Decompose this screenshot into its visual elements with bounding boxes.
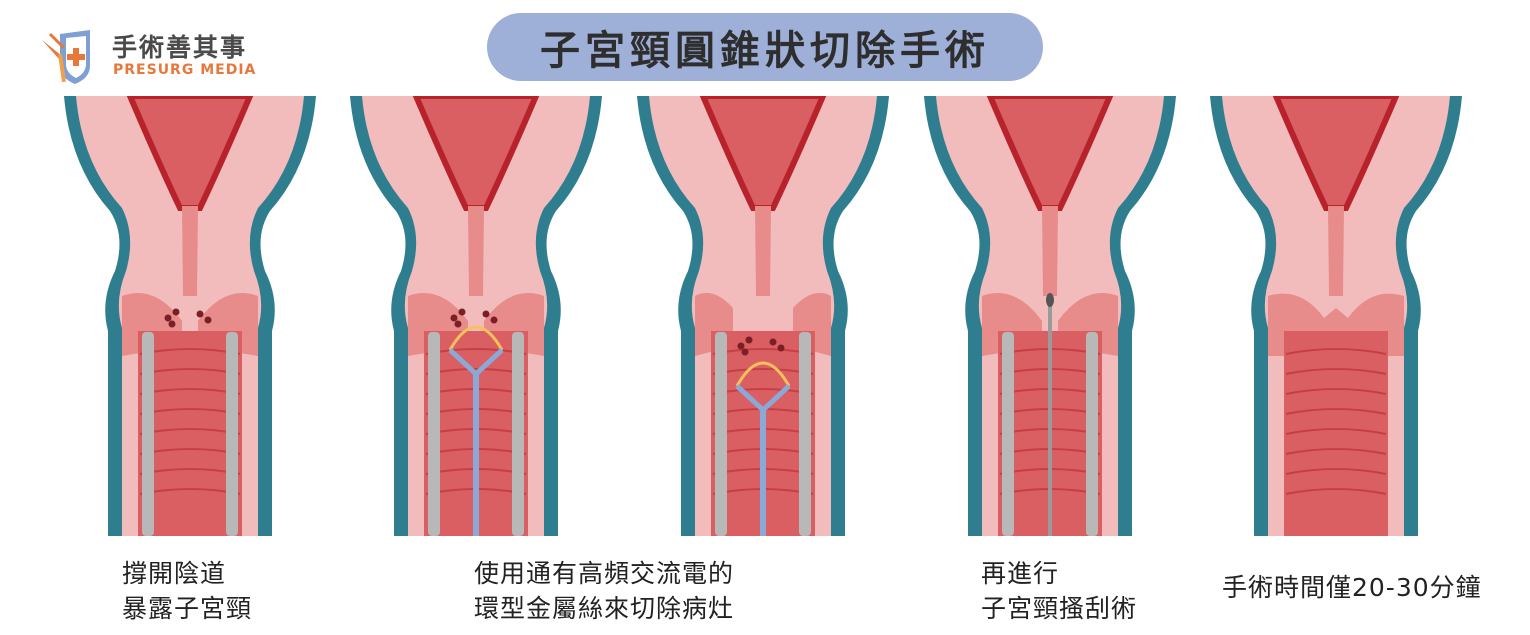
lesion-dot — [172, 308, 180, 316]
lesion-dot — [164, 314, 172, 322]
step-3-illustration — [633, 93, 893, 536]
step-4-illustration — [920, 93, 1180, 536]
speculum-right-blade — [1086, 332, 1098, 536]
speculum-left-blade — [715, 332, 727, 536]
speculum-left-blade — [1002, 332, 1014, 536]
lesion-dot — [454, 320, 462, 328]
uterine-cavity-shape — [125, 93, 255, 211]
cervix-tissue-shape — [362, 96, 590, 536]
speculum-right-blade — [512, 332, 524, 536]
vaginal-ruga-line — [1285, 468, 1387, 475]
step-5-cervix-drawing — [1210, 93, 1462, 536]
step-2-caption-line-1: 使用通有高頻交流電的 — [474, 559, 735, 588]
lesion-dot — [490, 316, 498, 324]
step-2-caption: 使用通有高頻交流電的 環型金屬絲來切除病灶 — [474, 556, 734, 626]
vaginal-ruga-line — [1285, 448, 1387, 455]
vaginal-ruga-line — [1285, 388, 1387, 395]
lesion-dot — [777, 344, 785, 352]
scalpel-shield-icon — [42, 30, 90, 84]
speculum-left-blade — [428, 332, 440, 536]
step-1-caption-line-1: 撐開陰道 — [122, 559, 227, 588]
loop-handle-shaft — [760, 410, 766, 536]
step-1-caption: 撐開陰道 暴露子宮頸 — [122, 556, 252, 626]
cervix-tissue-shape — [649, 96, 877, 536]
electrosurgical-wire-loop — [735, 361, 791, 387]
step-4-caption-line-1: 再進行 — [981, 559, 1060, 588]
electrosurgical-wire-loop — [448, 325, 504, 351]
endocervical-canal-shape — [1042, 206, 1058, 296]
curette-shaft — [1048, 302, 1052, 536]
endocervical-canal-shape — [755, 206, 771, 296]
endocervical-canal-shape — [182, 206, 198, 296]
uterine-cavity-shape — [1271, 93, 1401, 211]
vaginal-ruga-line — [1285, 348, 1387, 355]
step-5-caption: 手術時間僅20-30分鐘 — [1222, 570, 1482, 605]
lesion-dot — [168, 320, 176, 328]
speculum-left-blade — [142, 332, 154, 536]
lesion-dot — [196, 310, 204, 318]
vaginal-canal-shape — [138, 331, 242, 536]
lesion-dot — [769, 338, 777, 346]
uterine-cavity-shape — [411, 93, 541, 211]
step-4-caption: 再進行 子宮頸搔刮術 — [981, 556, 1137, 626]
title-banner: 子宮頸圓錐狀切除手術 — [487, 13, 1043, 81]
step-2-illustration — [346, 93, 606, 536]
step-2-cervix-drawing — [350, 93, 602, 536]
endocervical-canal-shape — [468, 206, 484, 296]
uterine-cavity-shape — [698, 93, 828, 211]
speculum-right-blade — [799, 332, 811, 536]
cervix-tissue-shape — [76, 96, 304, 536]
vaginal-ruga-line — [1285, 368, 1387, 375]
step-1-cervix-drawing — [64, 93, 316, 536]
lesion-dot — [458, 308, 466, 316]
lesion-dot — [482, 310, 490, 318]
logo-english-name: PRESURG MEDIA — [113, 62, 257, 78]
lesion-dot — [737, 342, 745, 350]
speculum-right-blade — [226, 332, 238, 536]
lesion-dot — [741, 348, 749, 356]
vaginal-ruga-line — [1285, 428, 1387, 435]
lesion-dot — [204, 316, 212, 324]
lesion-dot — [745, 336, 753, 344]
vaginal-ruga-line — [1285, 488, 1387, 495]
step-4-cervix-drawing — [924, 93, 1176, 536]
endocervical-canal-shape — [1328, 206, 1344, 296]
logo-chinese-name: 手術善其事 — [112, 33, 248, 62]
step-2-caption-line-2: 環型金屬絲來切除病灶 — [474, 594, 735, 623]
uterine-cavity-shape — [985, 93, 1115, 211]
brand-logo: 手術善其事 PRESURG MEDIA — [40, 26, 280, 86]
step-4-caption-line-2: 子宮頸搔刮術 — [981, 594, 1138, 623]
lesion-dot — [450, 314, 458, 322]
vaginal-ruga-line — [1285, 408, 1387, 415]
step-1-illustration — [60, 93, 320, 536]
step-5-illustration — [1206, 93, 1466, 536]
step-1-caption-line-2: 暴露子宮頸 — [122, 594, 253, 623]
loop-handle-shaft — [473, 374, 479, 536]
curette-tip — [1046, 293, 1054, 307]
page-title: 子宮頸圓錐狀切除手術 — [540, 28, 990, 74]
step-5-caption-line-1: 手術時間僅20-30分鐘 — [1222, 573, 1482, 602]
vaginal-canal-shape — [1284, 331, 1388, 536]
step-3-cervix-drawing — [637, 93, 889, 536]
